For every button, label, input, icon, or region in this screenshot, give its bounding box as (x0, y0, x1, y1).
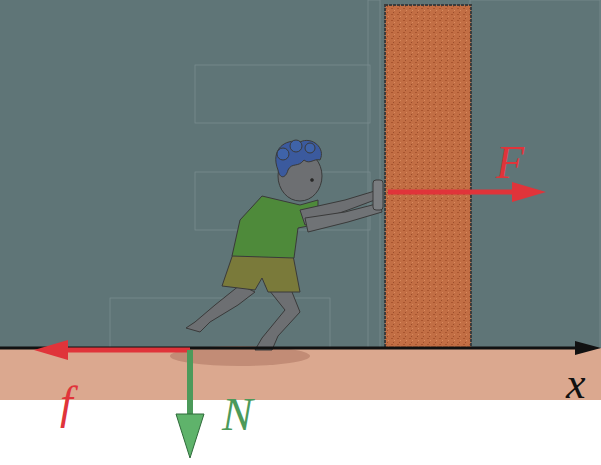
force-arrow (388, 190, 515, 195)
force-label: F (496, 140, 524, 186)
child-figure (186, 140, 383, 350)
normal-arrowhead (176, 414, 204, 458)
faint-outlines (110, 0, 600, 348)
friction-arrowhead (34, 340, 68, 360)
x-axis (0, 347, 585, 350)
normal-arrow (187, 350, 193, 420)
axis-label: x (566, 362, 586, 406)
normal-label: N (222, 392, 253, 438)
wall-background (0, 0, 601, 348)
friction-arrow (65, 348, 190, 353)
brick-column (385, 5, 471, 348)
friction-label: f (60, 380, 73, 426)
axis-arrowhead (575, 341, 601, 355)
